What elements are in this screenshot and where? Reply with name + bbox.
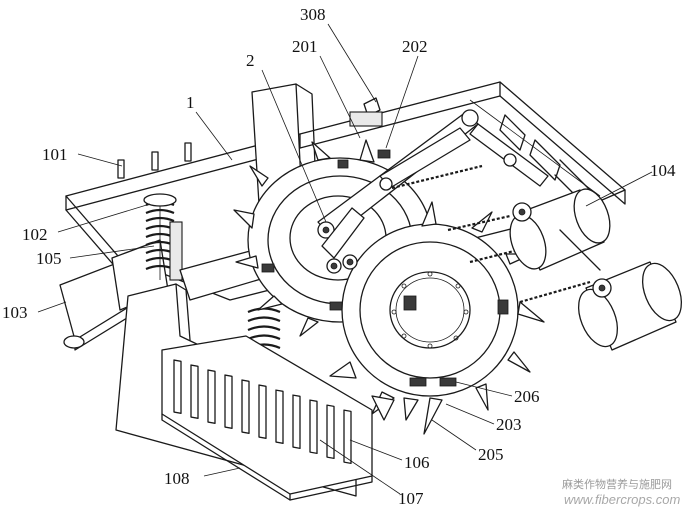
callout-102: 102	[22, 225, 48, 244]
callouts: 308 201 202 2 1 101 104 102 105 103 206 …	[2, 5, 676, 508]
callout-202: 202	[402, 37, 428, 56]
lower-cylinder	[559, 229, 683, 351]
grate-slot	[173, 359, 182, 414]
grate-slot	[241, 379, 250, 434]
hinge-block-308	[349, 97, 383, 127]
callout-205: 205	[478, 445, 504, 464]
callout-308: 308	[300, 5, 326, 24]
callout-105: 105	[36, 249, 62, 268]
grate-slot	[343, 409, 352, 465]
callout-101: 101	[42, 145, 68, 164]
callout-108: 108	[164, 469, 190, 488]
grate-slot	[309, 399, 318, 454]
callout-201: 201	[292, 37, 318, 56]
watermark-line1: 麻类作物营养与施肥网	[562, 477, 672, 491]
callout-1: 1	[186, 93, 195, 112]
callout-206: 206	[514, 387, 540, 406]
grate-slot	[207, 369, 216, 424]
grate-slot	[292, 394, 301, 449]
grate-slot	[224, 374, 233, 429]
grate-slot	[275, 389, 284, 444]
grate-slot	[258, 384, 267, 439]
callout-104: 104	[650, 161, 676, 180]
linkage-arms	[317, 109, 549, 274]
watermark-line2: www.fibercrops.com	[564, 492, 680, 507]
callout-106: 106	[404, 453, 430, 472]
callout-107: 107	[398, 489, 424, 508]
callout-103: 103	[2, 303, 28, 322]
grate	[161, 335, 373, 501]
tension-springs	[391, 164, 591, 304]
callout-2: 2	[246, 51, 255, 70]
grate-slot	[190, 364, 199, 419]
watermark: 麻类作物营养与施肥网 www.fibercrops.com	[562, 477, 680, 507]
upper-spring	[143, 193, 183, 281]
callout-203: 203	[496, 415, 522, 434]
grate-slot	[326, 404, 335, 460]
